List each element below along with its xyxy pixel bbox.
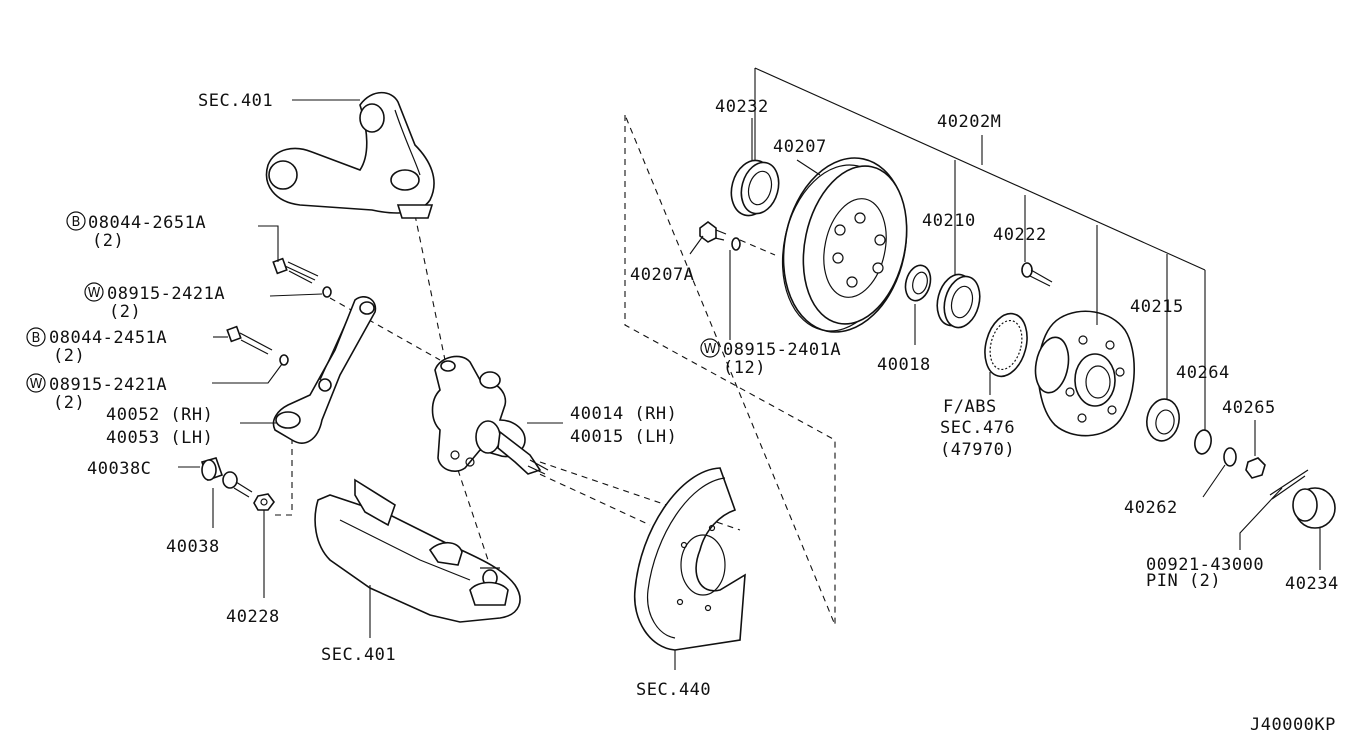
knuckle-arm <box>272 296 377 444</box>
nut-40265 <box>1245 457 1266 479</box>
bearing-40215 <box>1146 398 1180 442</box>
label-pin-qty: PIN (2) <box>1146 571 1221 591</box>
washer-08915-2401A-shape <box>731 237 741 251</box>
wheel-hub <box>1034 310 1135 437</box>
bearing-40210 <box>936 273 981 329</box>
label-08915-2421A-1: 08915-2421A <box>107 284 225 304</box>
label-40015: 40015 (LH) <box>570 427 677 447</box>
hub-bolt-40222 <box>1021 262 1053 287</box>
label-08915-2401A: 08915-2401A <box>723 340 841 360</box>
bolt-40207A-shape <box>699 221 727 243</box>
svg-text:W: W <box>30 377 43 392</box>
leader-lines <box>178 67 1321 670</box>
washer-40264 <box>1194 429 1212 455</box>
washer-08915-2421A-2-shape <box>279 354 289 366</box>
label-40018: 40018 <box>877 355 931 375</box>
label-40264: 40264 <box>1176 363 1230 383</box>
part-labels: SEC.401 08044-2651A (2) 08915-2421A (2) … <box>49 91 1339 735</box>
label-sec401-upper: SEC.401 <box>198 91 273 111</box>
steering-knuckle <box>431 355 549 475</box>
lock-washer-40262 <box>1223 447 1237 467</box>
marker-b-2: B <box>26 327 46 347</box>
label-08044-2451A: 08044-2451A <box>49 328 167 348</box>
label-40053: 40053 (LH) <box>106 428 213 448</box>
marker-w-2: W <box>26 373 46 393</box>
lower-control-arm <box>314 478 521 623</box>
label-08044-2651A-qty: (2) <box>92 231 124 251</box>
label-40202M: 40202M <box>937 112 1001 132</box>
label-sec476: SEC.476 <box>940 418 1015 438</box>
washer-08915-2421A-1-shape <box>322 286 332 298</box>
label-00921-43000: 00921-43000 <box>1146 555 1264 575</box>
svg-text:B: B <box>32 331 41 346</box>
label-fabs: F/ABS <box>943 397 997 417</box>
svg-text:W: W <box>704 342 717 357</box>
diagram-code: J40000KP <box>1250 715 1336 735</box>
label-40052: 40052 (RH) <box>106 405 213 425</box>
label-40232: 40232 <box>715 97 769 117</box>
label-40014: 40014 (RH) <box>570 404 677 424</box>
label-08915-2421A-2-qty: (2) <box>53 393 85 413</box>
brake-rotor <box>781 157 908 333</box>
bolt-08044-2451A-shape <box>226 325 273 355</box>
dust-shield <box>633 467 746 651</box>
hub-cap-40234 <box>1292 487 1336 529</box>
marker-b-1: B <box>66 211 86 231</box>
label-40038: 40038 <box>166 537 220 557</box>
marker-w-1: W <box>84 282 104 302</box>
nut-40228-shape <box>253 493 275 511</box>
upper-control-arm <box>265 91 435 219</box>
label-40207: 40207 <box>773 137 827 157</box>
label-08915-2401A-qty: (12) <box>723 358 766 378</box>
bearing-40018 <box>904 264 932 302</box>
label-08044-2451A-qty: (2) <box>53 346 85 366</box>
label-40210: 40210 <box>922 211 976 231</box>
bolt-40038-shape <box>222 471 253 498</box>
label-40265: 40265 <box>1222 398 1276 418</box>
label-sec401-lower: SEC.401 <box>321 645 396 665</box>
label-08915-2421A-1-qty: (2) <box>109 302 141 322</box>
label-40038C: 40038C <box>87 459 151 479</box>
label-sec440: SEC.440 <box>636 680 711 700</box>
cotter-pin <box>1269 469 1309 500</box>
label-08044-2651A: 08044-2651A <box>88 213 206 233</box>
marker-w-3: W <box>700 338 720 358</box>
svg-text:B: B <box>72 215 81 230</box>
label-40207A: 40207A <box>630 265 694 285</box>
label-40215: 40215 <box>1130 297 1184 317</box>
label-47970: (47970) <box>940 440 1015 460</box>
label-40222: 40222 <box>993 225 1047 245</box>
svg-text:W: W <box>88 286 101 301</box>
label-40262: 40262 <box>1124 498 1178 518</box>
bolt-08044-2651A-shape <box>272 257 319 284</box>
bushing-40038C-shape <box>200 457 224 482</box>
abs-sensor-rotor <box>984 312 1028 378</box>
label-40228: 40228 <box>226 607 280 627</box>
grease-seal-40232 <box>730 159 780 217</box>
label-08915-2421A-2: 08915-2421A <box>49 375 167 395</box>
label-40234: 40234 <box>1285 574 1339 594</box>
